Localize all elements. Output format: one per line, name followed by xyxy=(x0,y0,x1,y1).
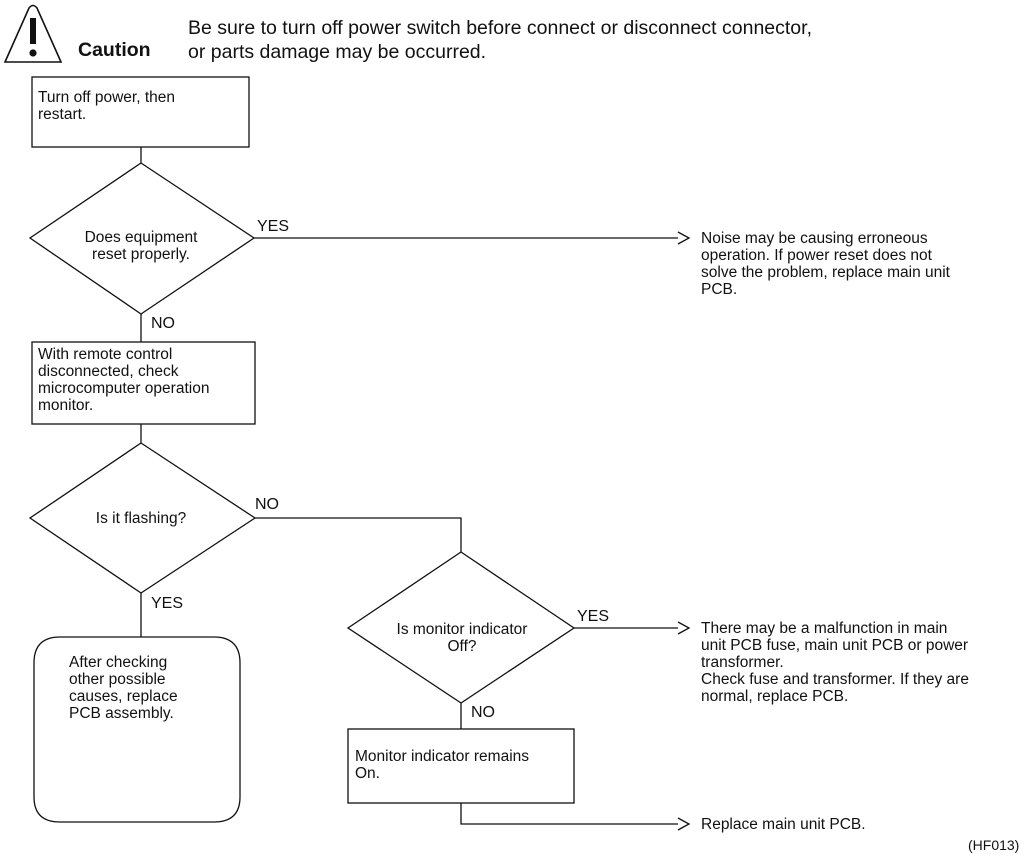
restart-step: Turn off power, then restart. xyxy=(38,89,176,123)
indicator-no-label: NO xyxy=(471,704,495,721)
indicator-remains-step: Monitor indicator remains On. xyxy=(355,748,530,782)
replace-assembly-step: After checking other possible causes, re… xyxy=(69,654,178,722)
flashing-question: Is it flashing? xyxy=(95,510,187,527)
caution-message: Be sure to turn off power switch before … xyxy=(188,17,812,63)
replace-main-result: Replace main unit PCB. xyxy=(701,816,866,833)
indicator-yes-label: YES xyxy=(577,608,610,625)
flow-connectors xyxy=(140,147,691,831)
figure-id: (HF013) xyxy=(968,837,1020,853)
fuse-result: There may be a malfunction in main unit … xyxy=(701,620,969,705)
replace-assembly-terminal xyxy=(33,636,241,823)
caution-label: Caution xyxy=(78,39,151,61)
reset-question: Does equipment reset properly. xyxy=(84,229,198,263)
caution-icon xyxy=(3,4,63,63)
flashing-no-label: NO xyxy=(255,496,279,513)
noise-result: Noise may be causing erroneous operation… xyxy=(701,230,950,298)
indicator-question: Is monitor indicator Off? xyxy=(396,621,528,655)
check-monitor-step: With remote control disconnected, check … xyxy=(38,346,210,414)
check-monitor-box xyxy=(31,341,256,425)
reset-yes-label: YES xyxy=(257,218,290,235)
flashing-yes-label: YES xyxy=(151,595,184,612)
reset-no-label: NO xyxy=(151,315,175,332)
